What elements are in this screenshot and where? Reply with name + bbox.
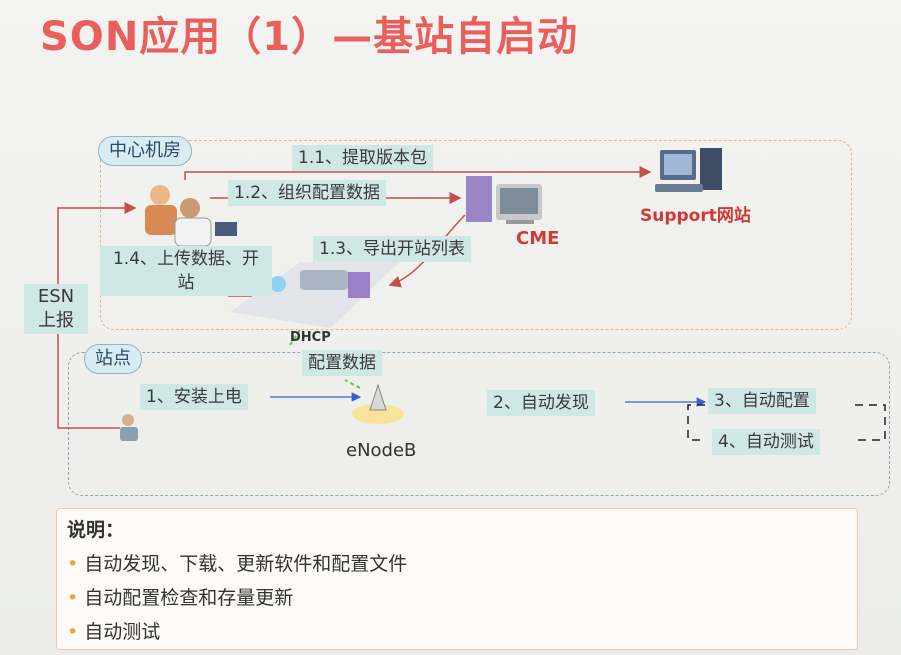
engineers-icon (145, 185, 237, 246)
step-1-2-label: 1.2、组织配置数据 (228, 180, 386, 206)
note-item: •自动配置检查和存量更新 (67, 583, 293, 610)
cme-computer-icon (466, 176, 542, 224)
config-data-label: 配置数据 (302, 350, 382, 376)
enodeb-tower-icon (352, 385, 404, 424)
step-3-label: 3、自动配置 (708, 388, 816, 414)
note-item: •自动测试 (67, 617, 160, 644)
site-label: 站点 (84, 344, 142, 374)
dhcp-label: DHCP (290, 330, 331, 345)
note-item: •自动发现、下载、更新软件和配置文件 (67, 549, 407, 576)
step-1-label: 1、安装上电 (140, 384, 248, 410)
step-2-label: 2、自动发现 (487, 390, 595, 416)
esn-report-label: ESN上报 (24, 284, 88, 334)
support-site-label: Support网站 (640, 201, 751, 226)
enodeb-label: eNodeB (346, 440, 416, 461)
cme-label: CME (516, 228, 559, 249)
support-computer-icon (655, 148, 722, 192)
notes-title: 说明： (67, 515, 124, 542)
arrow-1-1 (185, 172, 650, 180)
notes-panel: 说明： •自动发现、下载、更新软件和配置文件 •自动配置检查和存量更新 •自动测… (56, 508, 858, 650)
step-1-3-label: 1.3、导出开站列表 (313, 236, 471, 262)
step-4-label: 4、自动测试 (712, 429, 820, 455)
step-1-4-label: 1.4、上传数据、开站 (100, 246, 272, 296)
step-1-1-label: 1.1、提取版本包 (292, 145, 433, 171)
center-room-label: 中心机房 (98, 136, 192, 166)
site-worker-icon (120, 414, 138, 441)
